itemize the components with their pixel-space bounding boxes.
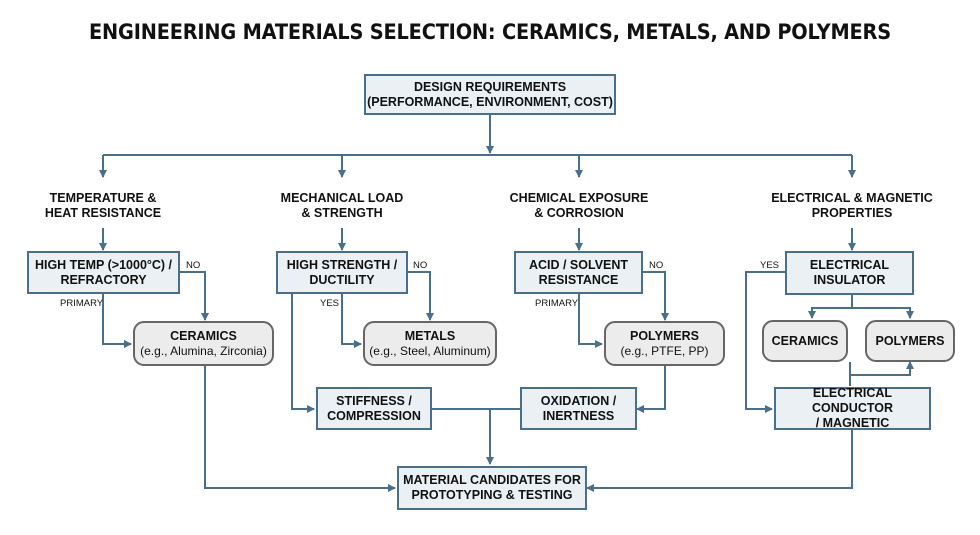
edge-insulator-split [808,295,853,319]
edge-hightemp-no [180,271,209,321]
chemical-label-line1: CHEMICAL EXPOSURE [509,191,649,205]
ceramics-title: CERAMICS [170,328,237,343]
edge-insulator-split-right [852,307,914,319]
electrical-insulator-line2: INSULATOR [813,273,886,287]
electrical-conductor-line1: ELECTRICAL CONDUCTOR [811,386,894,415]
electrical-label-line2: PROPERTIES [811,206,893,220]
edge-polymers-to-oxidation [636,366,666,413]
edge-insulator-yes [745,271,785,413]
chemical-label-line2: & CORROSION [534,206,624,220]
edge-hightemp-primary [102,294,132,348]
temperature-label-line2: HEAT RESISTANCE [44,206,162,220]
edge-label-no-chem: NO [649,260,664,271]
mechanical-label-line2: & STRENGTH [301,206,383,220]
stiffness-line2: COMPRESSION [327,408,421,423]
mechanical-label: MECHANICAL LOAD & STRENGTH [262,191,422,221]
chemical-label: CHEMICAL EXPOSURE & CORROSION [499,191,659,221]
polymers-electrical-box: POLYMERS [865,320,955,362]
material-candidates-line1: MATERIAL CANDIDATES FOR [403,473,581,487]
edge-ceramics-polymers-link [849,361,914,376]
electrical-insulator-box: ELECTRICAL INSULATOR [785,251,914,295]
high-temp-box: HIGH TEMP (>1000°C) / REFRACTORY [27,251,180,294]
electrical-insulator-line1: ELECTRICAL [809,258,890,272]
ceramics-examples: (e.g., Alumina, Zirconia) [140,343,267,358]
design-requirements-line1: DESIGN REQUIREMENTS [413,79,567,94]
edge-label-no-mech: NO [413,260,428,271]
electrical-label-line1: ELECTRICAL & MAGNETIC [771,191,933,205]
edge-strength-to-stiffness [291,294,315,413]
edge-label-no-temp: NO [186,260,201,271]
ceramics-box: CERAMICS (e.g., Alumina, Zirconia) [133,321,274,366]
polymers-examples: (e.g., PTFE, PP) [620,343,709,358]
polymers-title: POLYMERS [629,328,699,343]
high-strength-line1: HIGH STRENGTH / [286,257,398,272]
polymers-box: POLYMERS (e.g., PTFE, PP) [604,321,725,366]
acid-resistance-line1: ACID / SOLVENT [528,257,629,272]
edge-acid-primary [578,294,603,348]
ceramics-electrical-box: CERAMICS [762,320,848,362]
acid-resistance-box: ACID / SOLVENT RESISTANCE [514,251,643,294]
temperature-label-line1: TEMPERATURE & [49,191,157,205]
electrical-label: ELECTRICAL & MAGNETIC PROPERTIES [762,191,942,221]
oxidation-box: OXIDATION / INERTNESS [520,387,637,430]
design-requirements-line2: (PERFORMANCE, ENVIRONMENT, COST) [367,94,613,109]
material-candidates-box: MATERIAL CANDIDATES FOR PROTOTYPING & TE… [397,466,587,510]
metals-box: METALS (e.g., Steel, Aluminum) [363,321,497,366]
edge-strength-yes [341,294,362,348]
metals-title: METALS [404,328,456,343]
design-requirements-box: DESIGN REQUIREMENTS (PERFORMANCE, ENVIRO… [364,74,616,115]
stiffness-box: STIFFNESS / COMPRESSION [316,387,432,430]
edge-ceramics-to-candidates [204,366,396,492]
temperature-label: TEMPERATURE & HEAT RESISTANCE [23,191,183,221]
polymers-electrical-title: POLYMERS [875,333,945,348]
edge-conductor-to-candidates [586,430,853,492]
mechanical-label-line1: MECHANICAL LOAD [280,191,404,205]
material-candidates-line2: PROTOTYPING & TESTING [411,488,573,502]
edge-label-yes-elec: YES [760,260,780,271]
oxidation-line1: OXIDATION / [540,393,617,408]
high-strength-line2: DUCTILITY [309,272,375,287]
oxidation-line2: INERTNESS [542,408,615,423]
edge-label-primary-chem: PRIMARY [535,298,579,309]
stiffness-line1: STIFFNESS / [336,393,412,408]
acid-resistance-line2: RESISTANCE [538,272,619,287]
diagram-title: ENGINEERING MATERIALS SELECTION: CERAMIC… [89,20,891,44]
edge-acid-no [643,271,669,321]
electrical-conductor-box: ELECTRICAL CONDUCTOR / MAGNETIC [774,386,931,430]
edge-label-yes-mech: YES [320,298,340,309]
high-temp-line1: HIGH TEMP (>1000°C) / [34,257,173,272]
electrical-conductor-line2: / MAGNETIC [815,416,890,430]
ceramics-electrical-title: CERAMICS [771,333,839,348]
edge-label-primary-temp: PRIMARY [60,298,104,309]
edge-strength-no [408,271,434,321]
metals-examples: (e.g., Steel, Aluminum) [369,343,491,358]
high-strength-box: HIGH STRENGTH / DUCTILITY [276,251,408,294]
high-temp-line2: REFRACTORY [60,272,147,287]
